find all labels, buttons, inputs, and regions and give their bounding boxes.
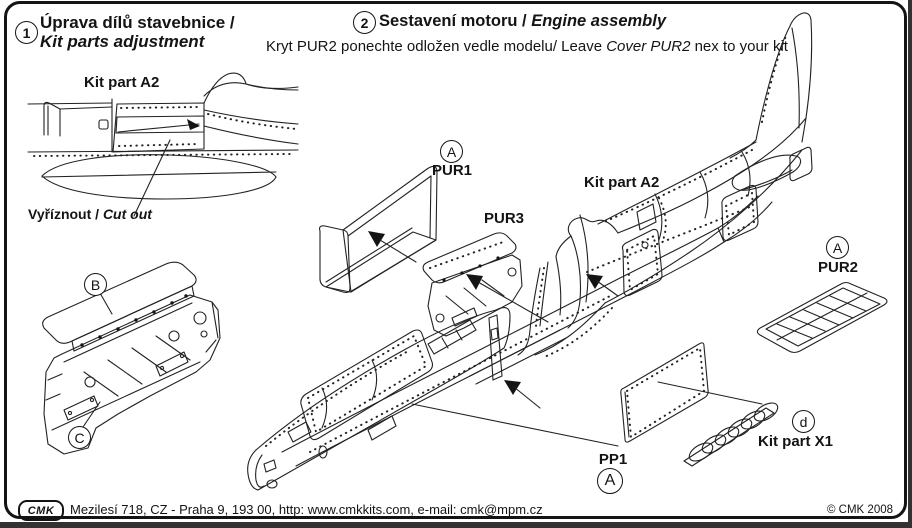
step-2-number-badge: 2: [353, 11, 376, 34]
cutout-leader-line: [133, 139, 171, 217]
callout-b-letter: B: [90, 276, 101, 293]
pur2-grille-drawing: [756, 281, 888, 354]
note-suffix: nex to your kit: [690, 38, 788, 55]
exhaust-leader-line: [657, 381, 763, 405]
callout-a-pur1-letter: A: [446, 143, 457, 160]
step-2-title-czech: Sestavení motoru /: [379, 12, 532, 30]
pur3-arrow: [466, 274, 483, 290]
canopy-arrow: [586, 274, 603, 289]
kit-part-a2-label-left: Kit part A2: [84, 74, 160, 91]
step-1-title: Úprava dílů stavebnice / Kit parts adjus…: [40, 13, 235, 51]
callout-c-leader: [82, 401, 101, 428]
step-1-title-czech: Úprava dílů stavebnice /: [40, 13, 235, 32]
bay-arrow: [504, 380, 521, 395]
pur3-engine-drawing: [422, 232, 549, 337]
callout-a-pur2-letter: A: [832, 239, 843, 256]
cut-out-label: Vyříznout / Cut out: [28, 206, 152, 222]
step-1-number-badge: 1: [15, 21, 38, 44]
main-fuselage-drawing: [247, 12, 813, 491]
engine-part-bc-drawing: [42, 261, 221, 455]
step-2-title: Sestavení motoru / Engine assembly: [379, 12, 666, 31]
kit-part-x1-label: Kit part X1: [758, 433, 834, 450]
side-view-fuselage-drawing: [27, 72, 299, 217]
cmk-logo-text: CMK: [27, 504, 55, 517]
cutout-arrow: [187, 119, 200, 130]
step-2-note: Kryt PUR2 ponechte odložen vedle modelu/…: [266, 38, 788, 55]
pp1-leader-line: [411, 403, 619, 447]
callout-b-badge: B: [84, 273, 107, 296]
callout-d-badge: d: [792, 410, 815, 433]
pp1-label: PP1: [598, 451, 628, 468]
callout-d-letter: d: [799, 413, 808, 430]
callout-c-letter: C: [74, 429, 85, 446]
step-1-number: 1: [22, 24, 31, 41]
pur3-label: PUR3: [483, 210, 524, 227]
kit-part-a2-label-right: Kit part A2: [584, 174, 660, 191]
footer-copyright: © CMK 2008: [827, 504, 894, 516]
callout-a-pp1-badge: A: [597, 468, 623, 494]
note-italic-part: Cover PUR2: [606, 38, 691, 55]
step-1-title-english: Kit parts adjustment: [40, 32, 205, 51]
pur1-label: PUR1: [431, 162, 472, 179]
cut-out-english: Cut out: [102, 206, 152, 222]
pur1-arrow: [368, 231, 385, 247]
page-right-edge: [908, 0, 912, 528]
footer-address: Mezilesí 718, CZ - Praha 9, 193 00, http…: [70, 502, 543, 517]
cut-out-czech: Vyříznout /: [28, 206, 103, 222]
pp1-panel-drawing: [620, 342, 709, 443]
callout-c-badge: C: [68, 426, 91, 449]
note-prefix: Kryt PUR2 ponechte odložen vedle modelu/…: [266, 38, 607, 55]
step-2-title-english: Engine assembly: [531, 12, 667, 30]
pur1-box-drawing: [319, 165, 438, 294]
page-bottom-edge: [0, 522, 912, 528]
callout-a-pp1-letter: A: [604, 472, 616, 489]
callout-a-pur1-badge: A: [440, 140, 463, 163]
pur2-label: PUR2: [817, 259, 858, 276]
cmk-logo: CMK: [18, 500, 64, 521]
step-2-number: 2: [360, 14, 369, 31]
callout-b-leader: [99, 292, 113, 315]
callout-a-pur2-badge: A: [826, 236, 849, 259]
exhaust-stacks-drawing: [683, 402, 779, 467]
